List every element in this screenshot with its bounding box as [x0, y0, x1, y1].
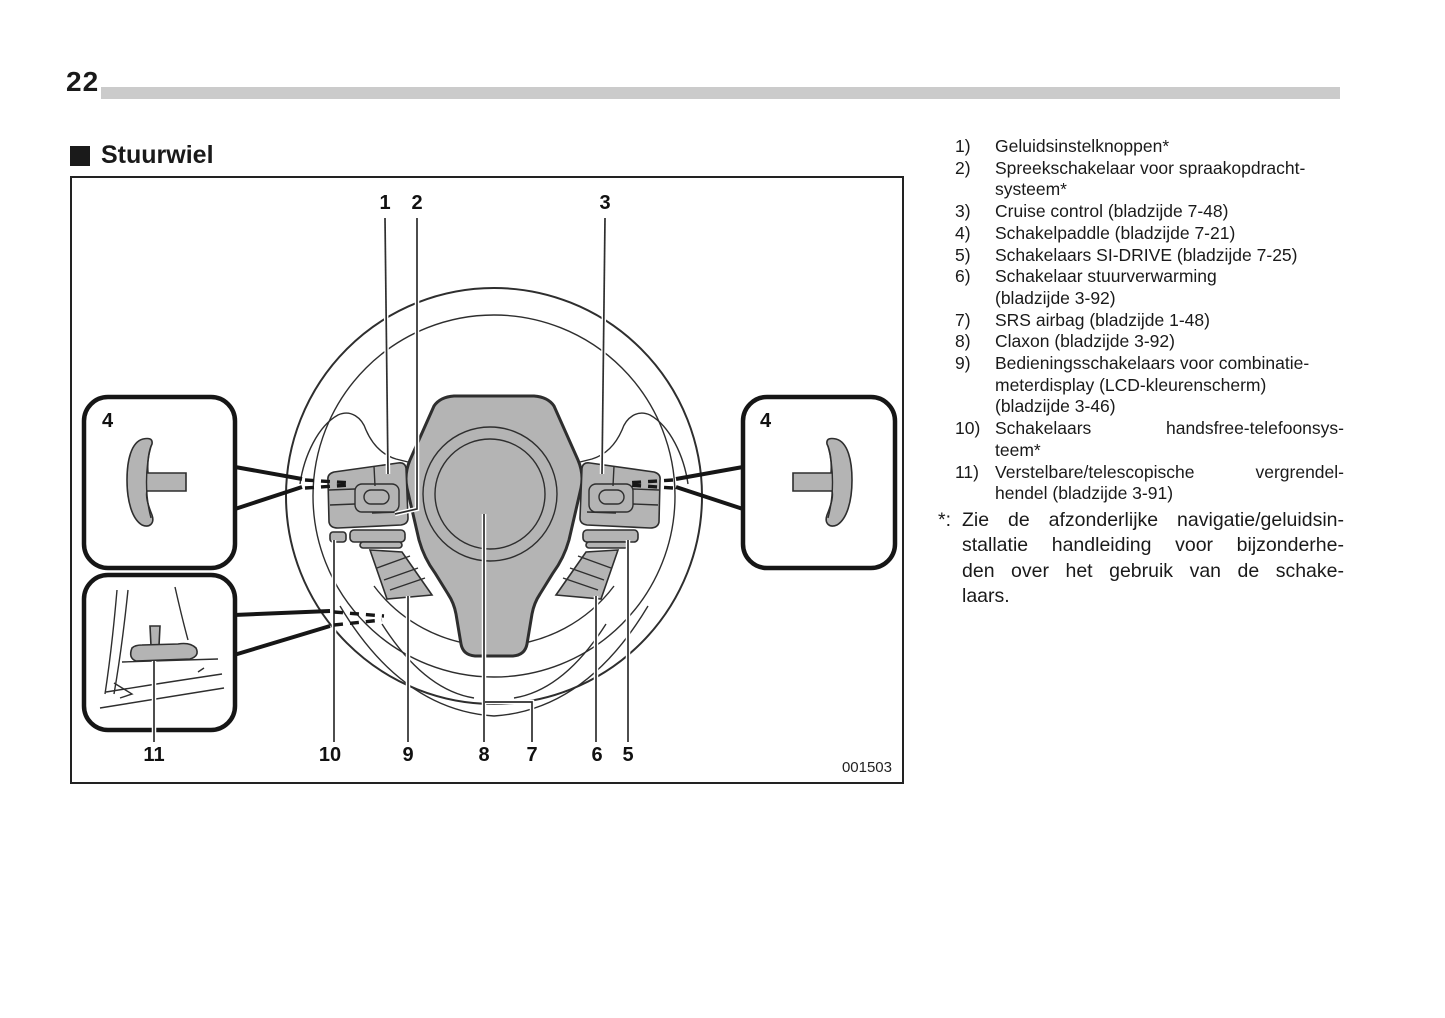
figure-label-8: 8 [478, 744, 490, 766]
right-paddle-callout-box [625, 394, 898, 571]
legend-item: 1) Geluidsinstelknoppen* [938, 136, 1344, 158]
figure-label-1: 1 [379, 192, 391, 214]
legend-item: 11) Verstelbare/telescopische vergrendel-… [938, 462, 1344, 505]
legend-item-number: 8) [955, 331, 971, 352]
section-title: Stuurwiel [101, 141, 214, 169]
figure-code: 001503 [841, 759, 892, 776]
steering-column-sketch [99, 586, 225, 709]
legend-item-number: 10) [955, 418, 981, 439]
lever-callout-box [81, 572, 385, 742]
legend-item-text: Schakelaars SI-DRIVE (bladzijde 7-25) [995, 244, 1298, 265]
legend-item-text: Verstelbare/telescopische vergrendel-hen… [995, 461, 1344, 504]
left-stalk [368, 549, 434, 600]
figure-label-10: 10 [318, 744, 342, 766]
legend-item: 9) Bedieningsschakelaars voor combinatie-… [938, 353, 1344, 418]
legend-item-text: Cruise control (bladzijde 7-48) [995, 201, 1229, 222]
section-heading: Stuurwiel [70, 141, 214, 170]
page-number: 22 [66, 66, 100, 97]
right-shift-paddle [792, 437, 853, 527]
left-shift-paddle [126, 437, 187, 527]
legend-footnote: *: Zie de afzonderlijke navigatie/geluid… [938, 508, 1344, 610]
legend-item-text: Spreekschakelaar voor spraakopdracht-sys… [995, 157, 1306, 200]
legend-item: 5) Schakelaars SI-DRIVE (bladzijde 7-25) [938, 245, 1344, 267]
legend-item-text: Schakelaars handsfree-telefoonsys-teem* [995, 418, 1344, 460]
figure-label-6: 6 [591, 744, 603, 766]
right-stalk [554, 549, 620, 600]
section-bullet-icon [70, 145, 90, 166]
left-paddle-callout-box [81, 394, 353, 571]
legend-item-text: Schakelpaddle (bladzijde 7-21) [995, 222, 1236, 243]
legend-item-number: 1) [955, 136, 971, 156]
legend-item-text: SRS airbag (bladzijde 1-48) [995, 309, 1210, 330]
legend-item-text: Bedieningsschakelaars voor combinatie-me… [995, 353, 1310, 417]
legend-item-number: 11) [955, 461, 979, 482]
figure-label-2: 2 [411, 192, 423, 214]
legend-item: 3) Cruise control (bladzijde 7-48) [938, 201, 1344, 223]
steering-wheel-art [81, 217, 898, 742]
footnote-text: Zie de afzonderlijke navigatie/geluidsin… [962, 508, 1344, 608]
legend-item-text: Schakelaar stuurverwarming(bladzijde 3-9… [995, 266, 1217, 308]
legend-item-number: 5) [955, 244, 971, 265]
center-hub [404, 394, 584, 658]
legend-item-number: 7) [955, 309, 971, 330]
footnote-marker: *: [938, 508, 952, 531]
legend-item-text: Geluidsinstelknoppen* [995, 136, 1170, 156]
figure-label-7: 7 [526, 744, 538, 766]
legend-item: 2) Spreekschakelaar voor spraakopdracht-s… [938, 158, 1344, 201]
legend-item: 8) Claxon (bladzijde 3-92) [938, 331, 1344, 353]
figure-label-3: 3 [599, 192, 611, 214]
figure-label-4: 4 [102, 410, 114, 432]
legend-item-text: Claxon (bladzijde 3-92) [995, 331, 1175, 352]
legend-item-number: 3) [955, 201, 971, 222]
legend: 1) Geluidsinstelknoppen* 2) Spreekschakelaa… [938, 136, 1344, 610]
legend-item: 6) Schakelaar stuurverwarming(bladzijde 3… [938, 266, 1344, 309]
legend-item-number: 6) [955, 266, 971, 287]
legend-item-number: 2) [955, 157, 971, 178]
header-rule [101, 87, 1340, 99]
legend-item-number: 9) [955, 353, 971, 374]
right-switch-pod [579, 462, 661, 549]
legend-item: 4) Schakelpaddle (bladzijde 7-21) [938, 223, 1344, 245]
legend-item: 10) Schakelaars handsfree-telefoonsys-tee… [938, 418, 1344, 461]
figure-label-5: 5 [622, 744, 634, 766]
legend-item-number: 4) [955, 222, 971, 243]
leader-lines [331, 217, 631, 742]
legend-item: 7) SRS airbag (bladzijde 1-48) [938, 310, 1344, 332]
figure-label-9: 9 [402, 744, 414, 766]
figure-label-4: 4 [760, 410, 772, 432]
legend-list: 1) Geluidsinstelknoppen* 2) Spreekschakelaa… [938, 136, 1344, 505]
figure-label-11: 11 [143, 744, 165, 766]
left-switch-pod [327, 462, 409, 549]
